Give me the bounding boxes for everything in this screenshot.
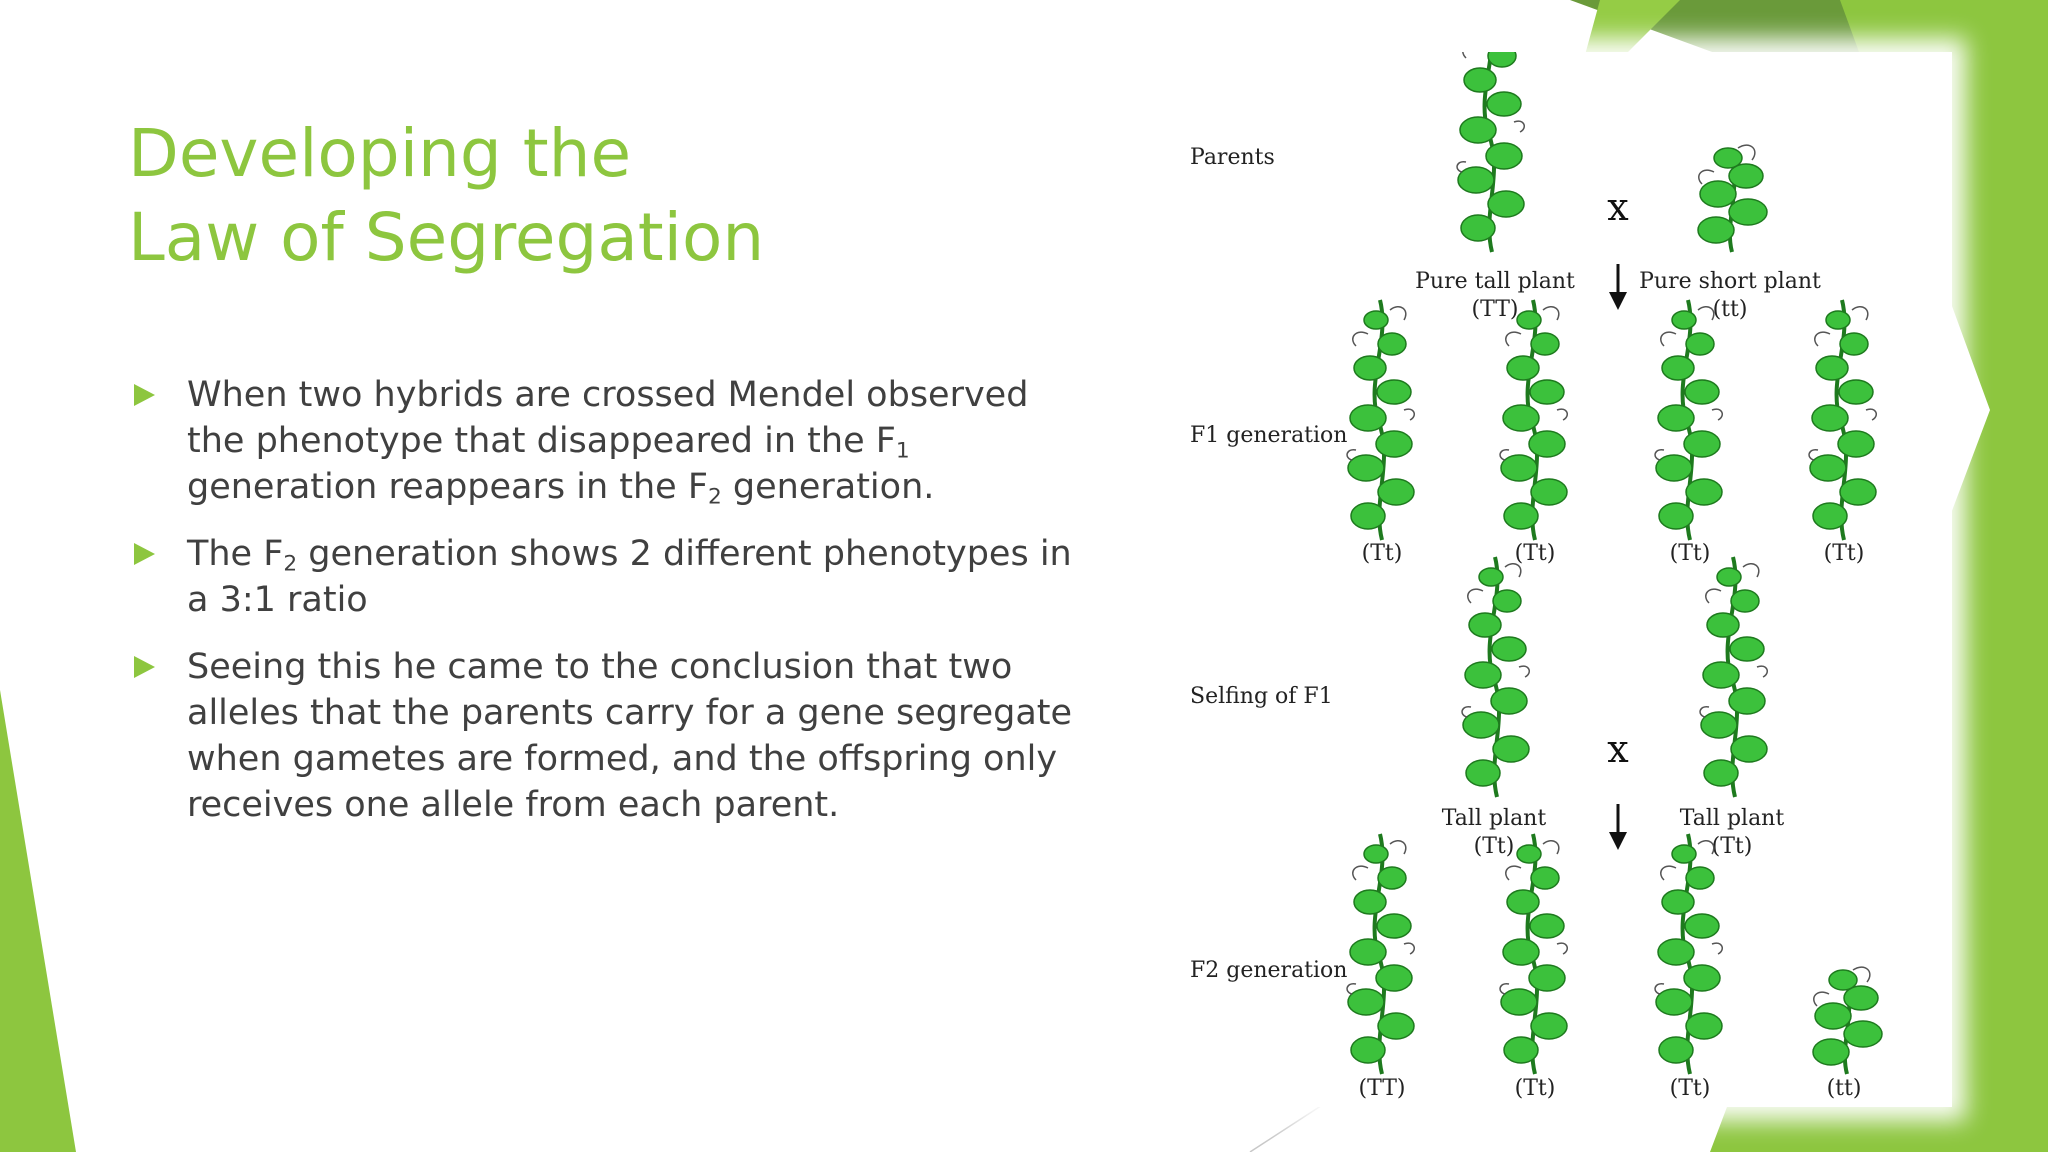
subscript: 2 xyxy=(283,551,298,577)
parent-short-plant xyxy=(1696,143,1769,254)
parent-tall-plant xyxy=(1455,52,1527,254)
selfing-right-name: Tall plant xyxy=(1680,806,1785,831)
parents-cross-symbol: x xyxy=(1607,185,1628,229)
bullet-text: generation shows 2 different phenotypes … xyxy=(187,534,1072,620)
decor-line xyxy=(1249,1099,1331,1152)
bullet-arrow-icon xyxy=(134,384,155,406)
selfing-left-name: Tall plant xyxy=(1442,806,1547,831)
f2-plant-4 xyxy=(1811,965,1884,1076)
corner-band-light xyxy=(1710,0,2048,1152)
bullet-text: Seeing this he came to the conclusion th… xyxy=(187,647,1073,825)
left-edge-band xyxy=(0,690,76,1152)
f2-plant-1 xyxy=(1345,832,1417,1076)
bullet-text: The F xyxy=(187,534,284,574)
f2-plant-2 xyxy=(1498,832,1570,1076)
f1-genotype-1: (Tt) xyxy=(1362,541,1403,566)
selfing-right-genotype: (Tt) xyxy=(1712,834,1753,859)
f1-plant-4 xyxy=(1807,298,1879,542)
bullet-text: generation. xyxy=(721,467,935,507)
slide-title: Developing the Law of Segregation xyxy=(128,112,1128,280)
selfing-plant-left xyxy=(1460,555,1532,799)
bullet-arrow-icon xyxy=(134,656,155,678)
bullet-item-3: Seeing this he came to the conclusion th… xyxy=(128,644,1088,828)
subscript: 2 xyxy=(707,484,722,510)
selfing-cross-symbol: x xyxy=(1607,727,1628,771)
parent-tall-name: Pure tall plant xyxy=(1415,269,1575,294)
title-line-1: Developing the xyxy=(128,115,632,192)
f1-genotype-4: (Tt) xyxy=(1824,541,1865,566)
f2-plant-3 xyxy=(1653,832,1725,1076)
bullet-text: When two hybrids are crossed Mendel obse… xyxy=(187,375,1029,461)
bullet-arrow-icon xyxy=(134,543,155,565)
f2-genotype-4: (tt) xyxy=(1827,1076,1862,1101)
selfing-left-genotype: (Tt) xyxy=(1474,834,1515,859)
subscript: 1 xyxy=(895,438,910,464)
bullet-item-2: The F2 generation shows 2 different phen… xyxy=(128,531,1088,623)
f2-genotype-3: (Tt) xyxy=(1670,1076,1711,1101)
f1-row-label: F1 generation xyxy=(1190,423,1347,448)
parent-short-genotype: (tt) xyxy=(1713,297,1748,322)
f1-plant-1 xyxy=(1345,298,1417,542)
f2-genotype-2: (Tt) xyxy=(1515,1076,1556,1101)
f1-plant-2 xyxy=(1498,298,1570,542)
bullet-list: When two hybrids are crossed Mendel obse… xyxy=(128,372,1088,849)
parent-short-name: Pure short plant xyxy=(1639,269,1821,294)
f1-plant-3 xyxy=(1653,298,1725,542)
f1-genotype-3: (Tt) xyxy=(1670,541,1711,566)
selfing-plant-right xyxy=(1698,555,1770,799)
parents-row-label: Parents xyxy=(1190,145,1275,170)
selfing-row-label: Selfing of F1 xyxy=(1190,684,1333,709)
down-arrow-icon xyxy=(1609,804,1627,850)
title-line-2: Law of Segregation xyxy=(128,199,765,276)
bullet-item-1: When two hybrids are crossed Mendel obse… xyxy=(128,372,1088,510)
f1-genotype-2: (Tt) xyxy=(1515,541,1556,566)
parent-tall-genotype: (TT) xyxy=(1472,297,1519,322)
monohybrid-cross-figure: Parents x Pure tall plant (TT) Pure shor… xyxy=(1172,52,1952,1107)
f2-row-label: F2 generation xyxy=(1190,958,1347,983)
cross-diagram: Parents x Pure tall plant (TT) Pure shor… xyxy=(1190,52,1884,1101)
f2-genotype-1: (TT) xyxy=(1359,1076,1406,1101)
down-arrow-icon xyxy=(1609,264,1627,310)
bullet-text: generation reappears in the F xyxy=(187,467,708,507)
